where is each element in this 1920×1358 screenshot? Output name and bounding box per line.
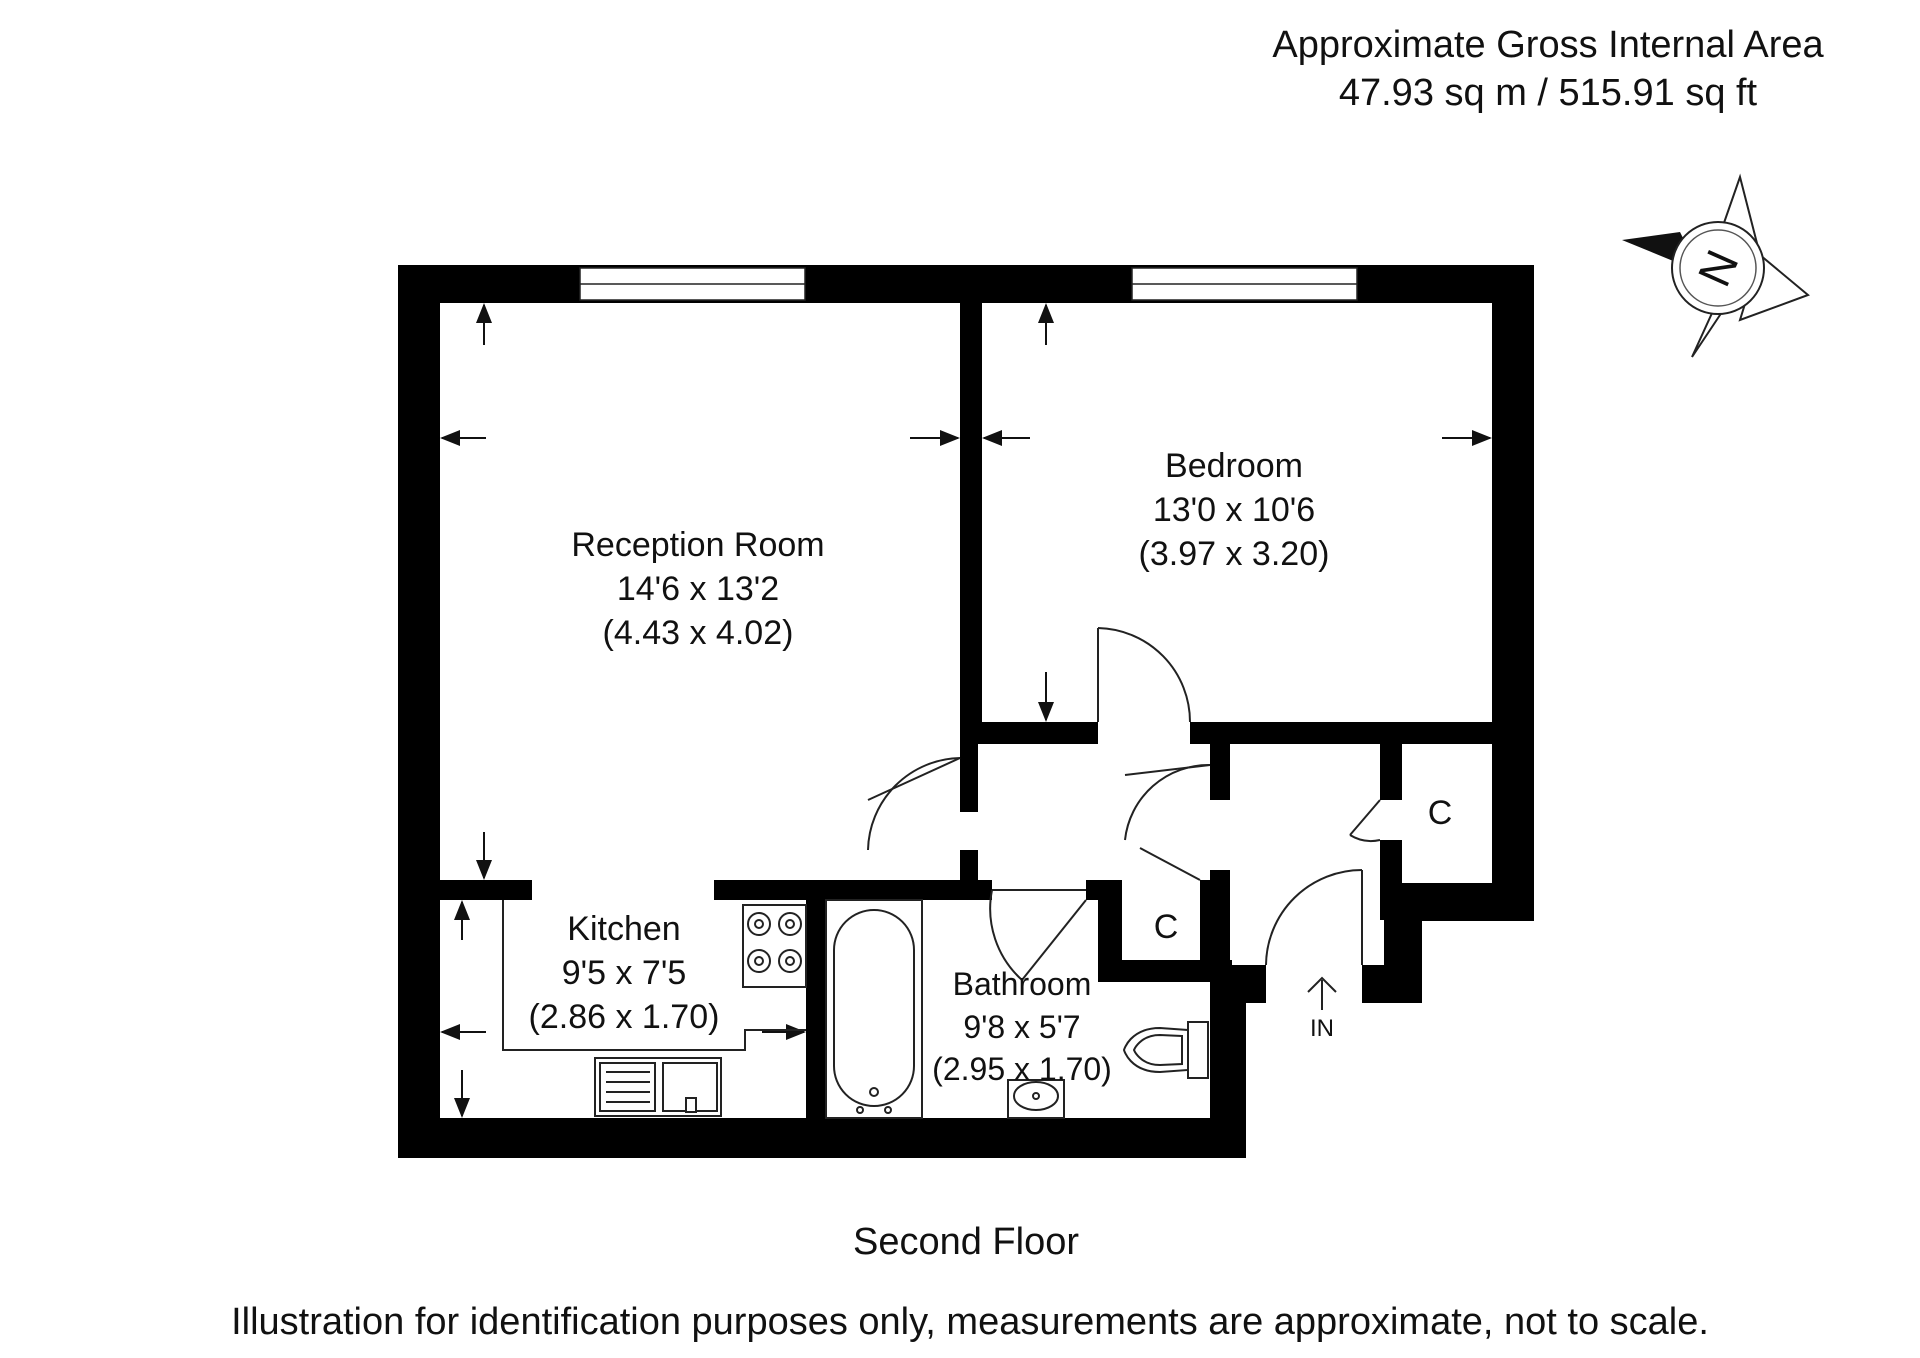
cupboard-label: C <box>1428 794 1453 832</box>
room-name: Kitchen <box>567 910 680 948</box>
room-imperial: 9'8 x 5'7 <box>963 1009 1080 1045</box>
area-value: 47.93 sq m / 515.91 sq ft <box>1339 72 1758 114</box>
dimension-arrows <box>440 303 1492 1118</box>
sink-icon <box>594 1057 722 1117</box>
room-metric: (3.97 x 3.20) <box>1139 535 1330 573</box>
kitchen-fixtures <box>502 900 807 1117</box>
room-metric: (2.95 x 1.70) <box>932 1051 1112 1087</box>
room-imperial: 9'5 x 7'5 <box>562 954 687 992</box>
room-reception: Reception Room 14'6 x 13'2 (4.43 x 4.02) <box>571 526 824 652</box>
entrance-label: IN <box>1310 1015 1334 1042</box>
room-metric: (4.43 x 4.02) <box>603 614 794 652</box>
cupboard-label: C <box>1154 908 1179 946</box>
area-title: Approximate Gross Internal Area <box>1272 24 1824 66</box>
hob-icon <box>747 912 802 973</box>
room-imperial: 14'6 x 13'2 <box>617 570 779 608</box>
room-bedroom: Bedroom 13'0 x 10'6 (3.97 x 3.20) <box>1139 447 1330 573</box>
room-imperial: 13'0 x 10'6 <box>1153 491 1315 529</box>
bathroom-fixtures <box>825 899 1209 1119</box>
room-bathroom: Bathroom 9'8 x 5'7 (2.95 x 1.70) <box>932 966 1112 1087</box>
windows <box>579 267 1358 301</box>
disclaimer: Illustration for identification purposes… <box>231 1301 1709 1343</box>
basin-icon <box>1007 1079 1065 1119</box>
entrance-arrow-icon <box>1307 976 1337 1010</box>
room-name: Bathroom <box>953 966 1092 1002</box>
room-name: Reception Room <box>571 526 824 564</box>
room-metric: (2.86 x 1.70) <box>529 998 720 1036</box>
doors <box>867 627 1381 981</box>
floor-label: Second Floor <box>853 1221 1079 1263</box>
room-kitchen: Kitchen 9'5 x 7'5 (2.86 x 1.70) <box>529 910 720 1036</box>
compass-icon: N <box>1622 173 1810 358</box>
toilet-icon <box>1122 1021 1209 1079</box>
room-name: Bedroom <box>1165 447 1303 485</box>
bath-icon <box>825 899 923 1119</box>
